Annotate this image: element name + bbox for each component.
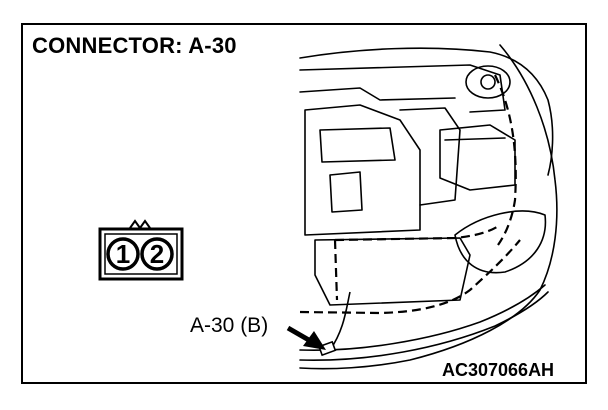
intake — [399, 107, 461, 206]
radiator-support — [299, 64, 506, 113]
pin-2-circle — [140, 237, 174, 271]
pin-2-label: 2 — [150, 239, 164, 269]
engine-detail-2 — [329, 171, 363, 213]
connector-housing — [98, 227, 184, 281]
headlamp — [454, 210, 547, 274]
harness-side — [494, 74, 517, 246]
harness-upper — [334, 224, 501, 242]
pin-1-circle — [106, 237, 140, 271]
page-title: CONNECTOR: A-30 — [32, 33, 237, 58]
reservoir-cap — [480, 74, 496, 90]
harness-drop — [333, 239, 339, 301]
bumper-lower — [299, 291, 549, 361]
lower-crossmember — [314, 237, 471, 306]
figure-code: AC307066AH — [442, 360, 555, 380]
engine-block — [304, 104, 421, 236]
battery-top — [444, 137, 506, 141]
connector-lead — [329, 291, 351, 351]
connector-callout-label: A-30 (B) — [190, 314, 269, 337]
engine-detail-1 — [319, 127, 396, 163]
battery-box — [439, 124, 516, 191]
callout-arrow-icon — [286, 325, 326, 350]
connector-a30-body — [318, 340, 337, 357]
connector-face-icon: 1 2 — [98, 219, 184, 281]
bumper-outline — [299, 284, 546, 352]
fender-outline — [299, 44, 558, 370]
diagram-frame — [21, 23, 587, 384]
connector-latch-icon — [129, 219, 151, 230]
reservoir — [465, 65, 511, 99]
upper-rail — [299, 87, 456, 101]
harness-lower — [299, 239, 521, 315]
pin-1-label: 1 — [116, 239, 130, 269]
